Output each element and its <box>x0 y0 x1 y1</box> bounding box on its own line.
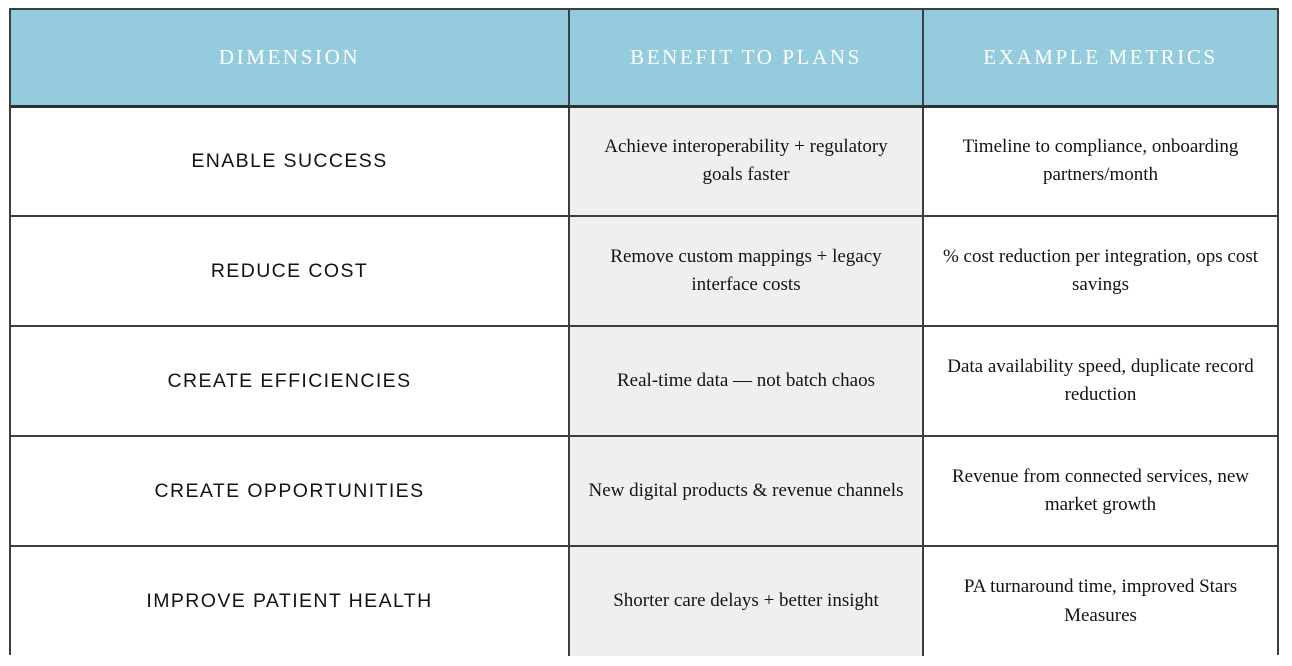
benefit-table: DIMENSION BENEFIT TO PLANS EXAMPLE METRI… <box>11 10 1277 656</box>
cell-benefit: Real-time data — not batch chaos <box>569 325 924 436</box>
table-row: REDUCE COST Remove custom mappings + leg… <box>11 215 1277 326</box>
column-header-example-metrics: EXAMPLE METRICS <box>923 10 1277 108</box>
table-header-row: DIMENSION BENEFIT TO PLANS EXAMPLE METRI… <box>11 10 1277 108</box>
cell-dimension: ENABLE SUCCESS <box>11 106 570 216</box>
table-row: IMPROVE PATIENT HEALTH Shorter care dela… <box>11 545 1277 656</box>
cell-metrics: Data availability speed, duplicate recor… <box>923 325 1277 436</box>
cell-metrics: Timeline to compliance, onboarding partn… <box>923 106 1277 216</box>
cell-metrics: % cost reduction per integration, ops co… <box>923 215 1277 326</box>
column-header-benefit-to-plans: BENEFIT TO PLANS <box>569 10 924 108</box>
benefit-table-container: DIMENSION BENEFIT TO PLANS EXAMPLE METRI… <box>9 8 1279 656</box>
cell-dimension: IMPROVE PATIENT HEALTH <box>11 545 570 656</box>
table-body: ENABLE SUCCESS Achieve interoperability … <box>11 106 1277 656</box>
cell-benefit: Achieve interoperability + regulatory go… <box>569 106 924 216</box>
table-header: DIMENSION BENEFIT TO PLANS EXAMPLE METRI… <box>11 10 1277 108</box>
cell-benefit: New digital products & revenue channels <box>569 435 924 546</box>
table-row: CREATE OPPORTUNITIES New digital product… <box>11 435 1277 546</box>
cell-benefit: Remove custom mappings + legacy interfac… <box>569 215 924 326</box>
cell-dimension: CREATE OPPORTUNITIES <box>11 435 570 546</box>
cell-dimension: REDUCE COST <box>11 215 570 326</box>
cell-dimension: CREATE EFFICIENCIES <box>11 325 570 436</box>
cell-benefit: Shorter care delays + better insight <box>569 545 924 656</box>
table-row: CREATE EFFICIENCIES Real-time data — not… <box>11 325 1277 436</box>
cell-metrics: Revenue from connected services, new mar… <box>923 435 1277 546</box>
table-row: ENABLE SUCCESS Achieve interoperability … <box>11 106 1277 216</box>
column-header-dimension: DIMENSION <box>11 10 570 108</box>
cell-metrics: PA turnaround time, improved Stars Measu… <box>923 545 1277 656</box>
